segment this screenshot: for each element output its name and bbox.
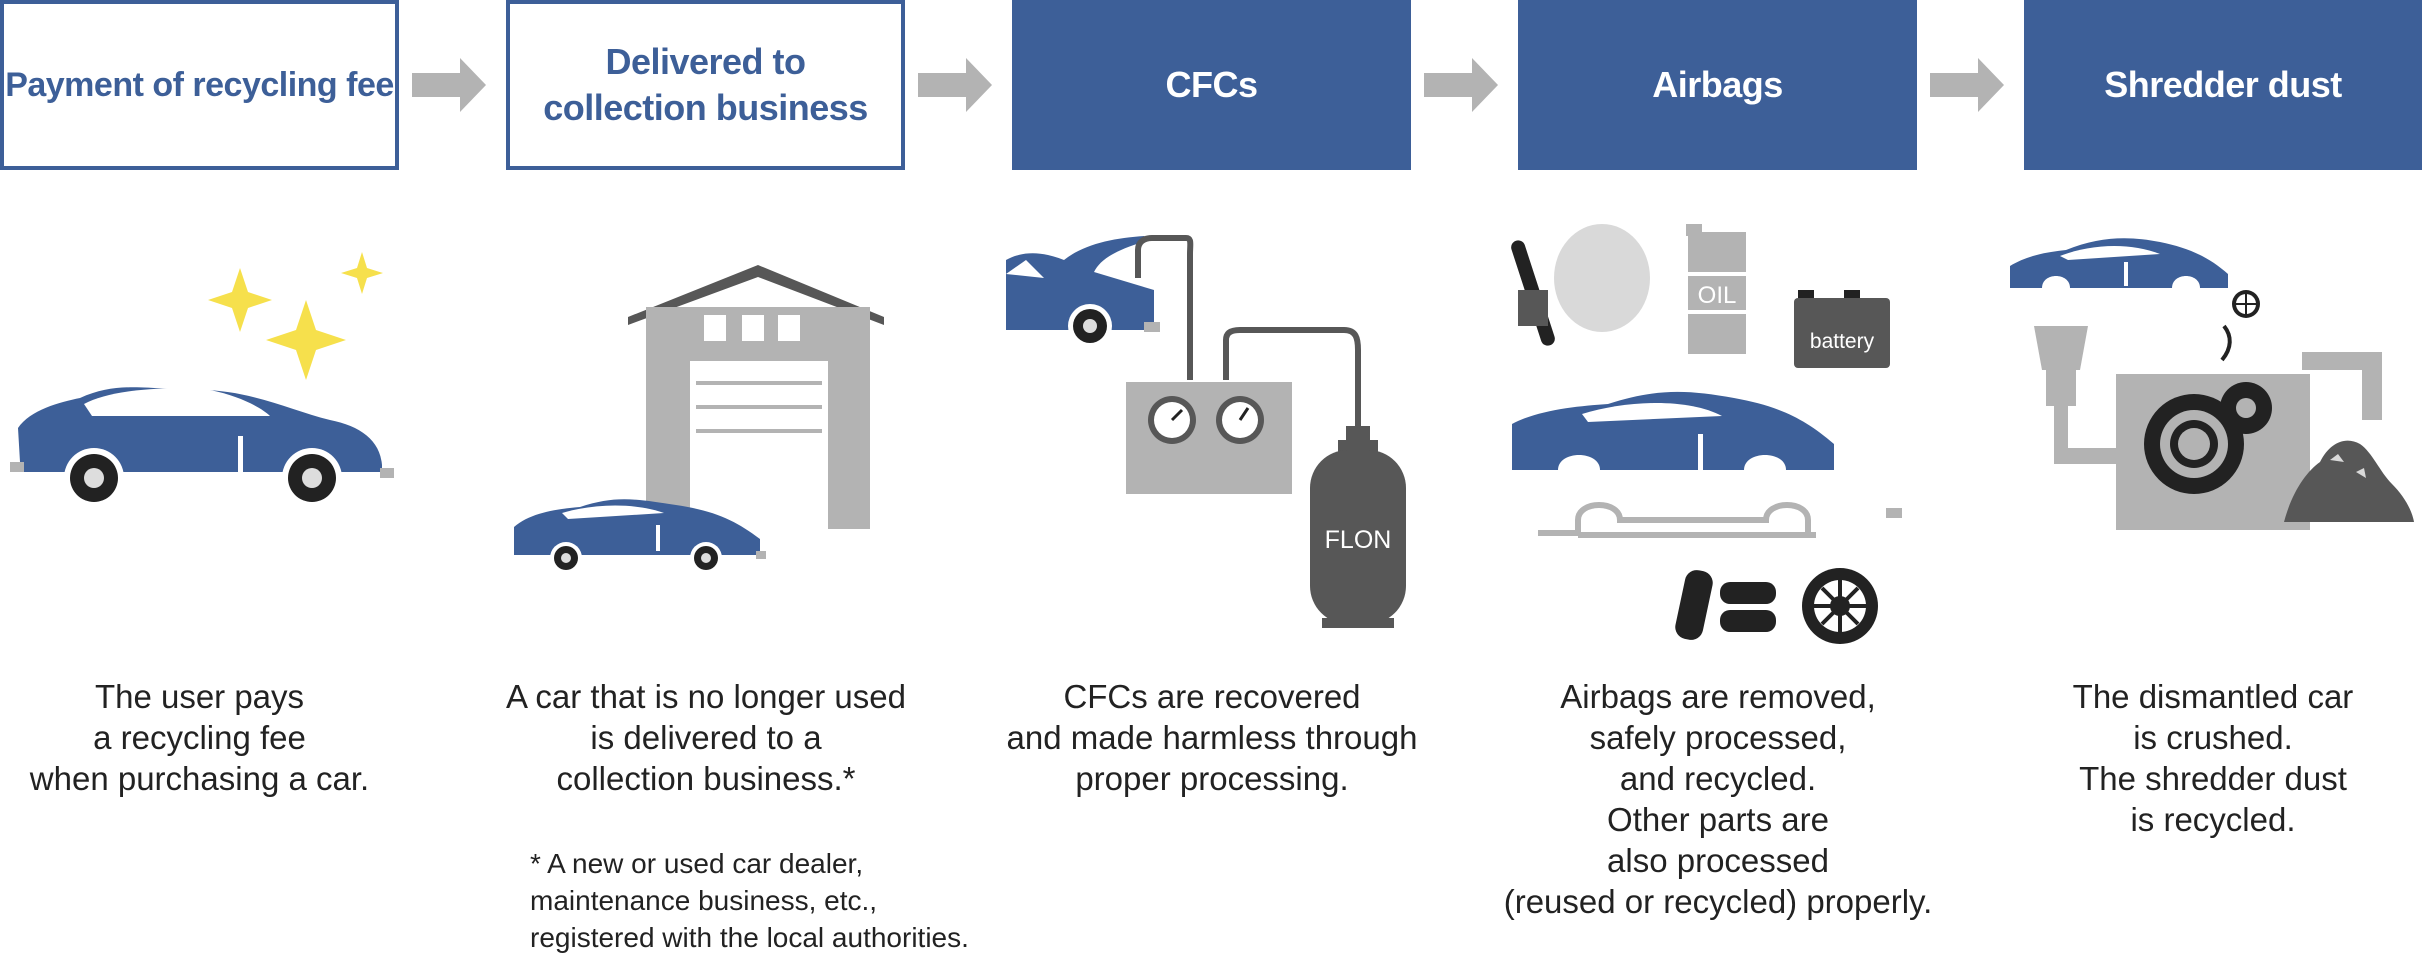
step-5-title: Shredder dust [2104,64,2342,105]
step-5-description: The dismantled car is crushed. The shred… [2072,678,2354,838]
step-4-airbags-box: Airbags [1518,0,1917,170]
step-3-title: CFCs [1165,64,1258,105]
arrow-2-icon [918,58,992,112]
gear-small-icon [2232,290,2260,318]
battery-icon: battery [1794,290,1890,368]
step-5-shredder-box: Shredder dust [2024,0,2422,170]
shredder-illustration [2010,238,2414,530]
footnote: * A new or used car dealer, maintenance … [530,848,969,953]
gauge-unit-icon [1126,382,1292,494]
oil-label: OIL [1698,282,1737,309]
seats-tire-icon [1675,568,1878,644]
car-icon [514,499,766,574]
step-2-description: A car that is no longer used is delivere… [506,678,906,797]
battery-label: battery [1810,330,1875,353]
step-1-payment-box: Payment of recycling fee [0,0,399,170]
step-2-title: Delivered to collection business [543,41,868,128]
arrow-3-icon [1424,58,1498,112]
step-4-title: Airbags [1652,64,1783,105]
step-1-description: The user pays a recycling fee when purch… [29,678,370,797]
car-icon [10,387,394,508]
hopper-icon [2034,326,2126,464]
new-car-sparkle-illustration [10,252,394,508]
chassis-icon [1538,502,1902,538]
dust-pile-icon [2284,440,2414,522]
step-4-description: Airbags are removed, safely processed, a… [1503,678,1933,920]
car-icon [2010,238,2228,288]
step-2-delivery-box: Delivered to collection business [506,0,905,170]
garage-icon [628,265,884,529]
arrow-1-icon [412,58,486,112]
flon-cylinder-icon: FLON [1310,426,1406,628]
flon-label: FLON [1325,526,1392,554]
car-icon [1006,236,1160,348]
oil-can-icon: OIL [1686,224,1746,354]
shredder-machine-icon [2116,352,2382,530]
step-1-title: Payment of recycling fee [5,66,394,104]
airbag-icon [1511,224,1650,346]
arrow-4-icon [1930,58,2004,112]
sparkle-icon [208,252,383,380]
airbag-parts-illustration: OIL battery [1511,224,1902,644]
step-3-description: CFCs are recovered and made harmless thr… [1006,678,1418,797]
car-body-icon [1512,391,1834,470]
garage-illustration [514,265,884,574]
step-3-cfcs-box: CFCs [1012,0,1411,170]
cfc-recovery-illustration: FLON [1006,235,1406,628]
